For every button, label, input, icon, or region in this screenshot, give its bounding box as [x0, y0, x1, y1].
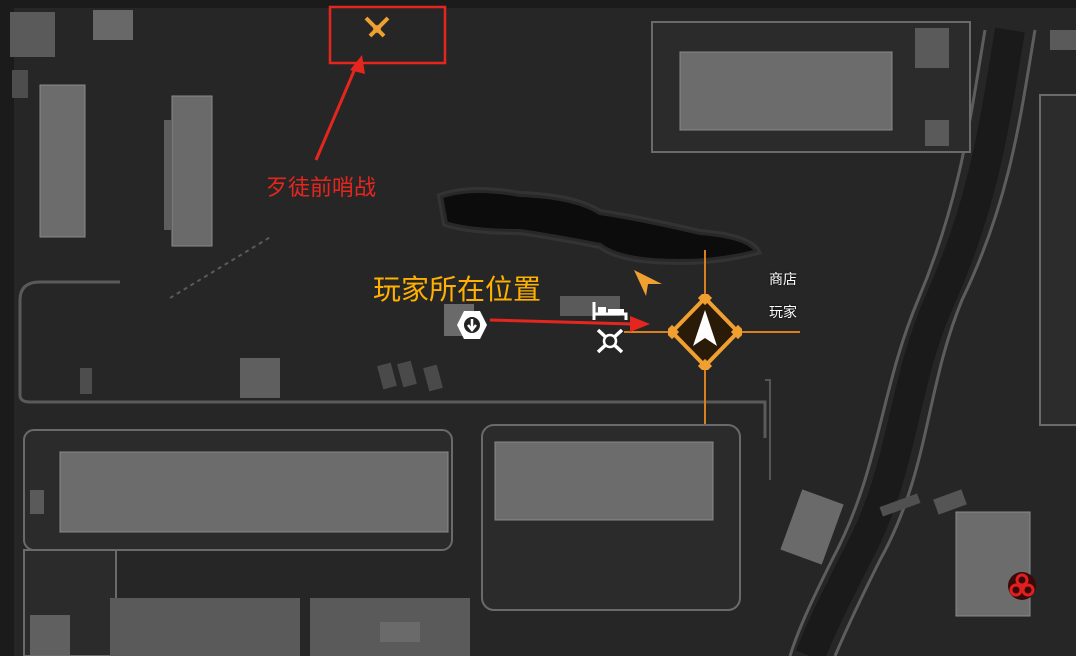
player-label: 玩家 — [769, 305, 797, 321]
biohazard-icon[interactable] — [1006, 570, 1038, 602]
crossed-tools-icon[interactable] — [594, 326, 626, 356]
shop-label: 商店 — [769, 272, 797, 288]
player-marker-icon[interactable] — [668, 294, 742, 370]
player-position-annotation: 玩家所在位置 — [373, 273, 542, 306]
bed-icon[interactable] — [592, 300, 628, 322]
outpost-annotation: 歹徒前哨战 — [266, 176, 377, 201]
safe-zone-icon[interactable] — [456, 310, 488, 340]
bandit-outpost-icon[interactable] — [362, 14, 392, 40]
waypoint-arrow-icon — [634, 270, 662, 296]
